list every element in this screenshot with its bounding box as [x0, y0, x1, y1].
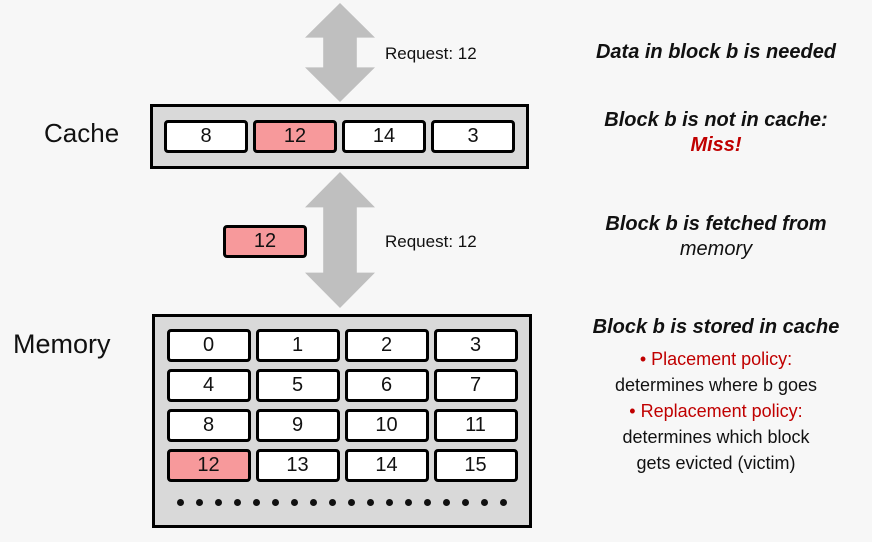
step-1-text: Data in block b is needed: [595, 41, 837, 63]
cache-label: Cache: [44, 118, 120, 148]
memory-block: 11: [433, 409, 518, 442]
ellipsis-dot-icon: [405, 499, 412, 506]
step-4-text: Block b is stored in cache • Placement p…: [566, 315, 866, 476]
memory-grid: 0 1 2 3 4 5 6 7 8 9 10 11: [155, 329, 529, 482]
memory-block: 7: [433, 369, 518, 402]
memory-block: 0: [166, 329, 251, 362]
memory-block: 3: [433, 329, 518, 362]
step-4-title: Block b is stored in cache: [592, 316, 840, 338]
memory-block: 4: [166, 369, 251, 402]
memory-block: 8: [166, 409, 251, 442]
ellipsis-dot-icon: [424, 499, 431, 506]
cache-block: 3: [431, 120, 515, 153]
ellipsis-dot-icon: [462, 499, 469, 506]
step-3-text: Block b is fetched from memory: [566, 212, 866, 262]
step-2-miss-text: Miss!: [690, 134, 742, 156]
memory-label: Memory: [13, 329, 111, 359]
ellipsis-dot-icon: [215, 499, 222, 506]
ellipsis-dot-icon: [348, 499, 355, 506]
memory-block: 15: [433, 449, 518, 482]
ellipsis-dot-icon: [481, 499, 488, 506]
memory-block: 9: [255, 409, 340, 442]
replacement-policy-detail-2: gets evicted (victim): [636, 453, 796, 473]
memory-block: 12: [166, 449, 251, 482]
memory-block: 13: [255, 449, 340, 482]
replacement-policy-bullet: • Replacement policy:: [629, 401, 803, 421]
memory-ellipsis-row: [155, 499, 529, 506]
placement-policy-detail: determines where b goes: [614, 375, 818, 395]
ellipsis-dot-icon: [329, 499, 336, 506]
cache-box: 8 12 14 3: [150, 104, 529, 169]
ellipsis-dot-icon: [196, 499, 203, 506]
memory-block: 14: [344, 449, 429, 482]
ellipsis-dot-icon: [272, 499, 279, 506]
request-arrow-middle-icon: [305, 172, 375, 308]
cache-block: 8: [164, 120, 248, 153]
step-2-text: Block b is not in cache: Miss!: [566, 108, 866, 158]
ellipsis-dot-icon: [500, 499, 507, 506]
ellipsis-dot-icon: [253, 499, 260, 506]
memory-block: 10: [344, 409, 429, 442]
replacement-policy-detail-1: determines which block: [622, 427, 810, 447]
ellipsis-dot-icon: [367, 499, 374, 506]
memory-block: 6: [344, 369, 429, 402]
step-3-line2: memory: [679, 238, 753, 260]
memory-block: 1: [255, 329, 340, 362]
ellipsis-dot-icon: [234, 499, 241, 506]
ellipsis-dot-icon: [177, 499, 184, 506]
ellipsis-dot-icon: [443, 499, 450, 506]
request-label-middle: Request: 12: [385, 232, 477, 251]
request-label-top: Request: 12: [385, 44, 477, 63]
cache-block: 14: [342, 120, 426, 153]
step-3-line1: Block b is fetched from: [605, 213, 827, 235]
memory-block: 5: [255, 369, 340, 402]
memory-box: 0 1 2 3 4 5 6 7 8 9 10 11: [152, 314, 532, 528]
ellipsis-dot-icon: [386, 499, 393, 506]
ellipsis-dot-icon: [291, 499, 298, 506]
memory-block: 2: [344, 329, 429, 362]
step-2-line1: Block b is not in cache:: [604, 109, 828, 131]
cache-block: 12: [253, 120, 337, 153]
placement-policy-bullet: • Placement policy:: [639, 349, 793, 369]
ellipsis-dot-icon: [310, 499, 317, 506]
fetched-block: 12: [223, 225, 307, 258]
request-arrow-top-icon: [305, 3, 375, 102]
